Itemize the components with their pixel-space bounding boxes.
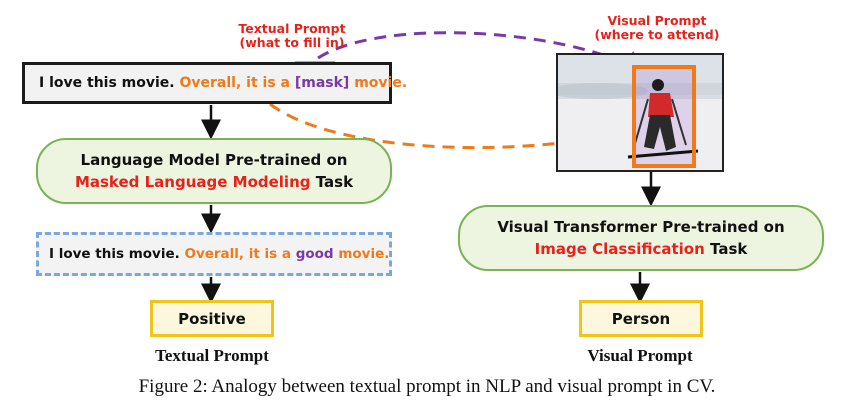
textual-prompt-subtitle: Textual Prompt	[155, 346, 269, 365]
output-prompt-post: movie.	[338, 246, 390, 262]
textual-prompt-annotation-title: Textual Prompt	[238, 21, 346, 36]
visual-prompt-annotation-title: Visual Prompt	[607, 13, 707, 28]
cv-answer-label: Person	[611, 309, 671, 328]
vt-task-highlight: Image Classification	[534, 240, 705, 258]
textual-prompt-annotation-subtitle: (what to fill in)	[239, 35, 345, 50]
lm-task-suffix: Task	[315, 173, 354, 191]
nlp-answer-label: Positive	[178, 309, 246, 328]
vt-task-suffix: Task	[710, 240, 748, 258]
output-fill-word: good	[295, 246, 334, 262]
input-prompt-post: movie.	[354, 75, 408, 91]
visual-prompt-subtitle: Visual Prompt	[587, 346, 693, 365]
nlp-output-box: I love this movie. Overall, it is a good…	[36, 232, 392, 276]
input-prompt-template: Overall, it is a [mask] movie.	[179, 75, 407, 91]
output-prompt-pre: Overall, it is a	[184, 246, 292, 262]
mask-token: [mask]	[294, 75, 350, 91]
input-plain-text: I love this movie.	[39, 75, 175, 91]
output-plain-text: I love this movie.	[49, 246, 180, 262]
lm-title: Language Model Pre-trained on	[80, 151, 348, 169]
nlp-input-box: I love this movie. Overall, it is a [mas…	[22, 62, 407, 104]
skier-illustration	[558, 55, 722, 170]
visual-prompt-annotation-subtitle: (where to attend)	[594, 27, 720, 42]
orange-dashed-curve	[269, 102, 640, 150]
lm-task-highlight: Masked Language Modeling	[74, 173, 311, 191]
vt-title: Visual Transformer Pre-trained on	[497, 218, 785, 236]
figure-caption: Figure 2: Analogy between textual prompt…	[138, 376, 716, 397]
visual-transformer-box: Visual Transformer Pre-trained on Image …	[458, 205, 824, 271]
nlp-answer-box: Positive	[150, 300, 274, 337]
textual-prompt-annotation: Textual Prompt (what to fill in)	[222, 22, 362, 50]
input-prompt-pre: Overall, it is a	[179, 75, 290, 91]
skier-photo	[556, 53, 724, 172]
language-model-box: Language Model Pre-trained on Masked Lan…	[36, 138, 392, 204]
cv-answer-box: Person	[579, 300, 703, 337]
visual-prompt-annotation: Visual Prompt (where to attend)	[582, 14, 732, 42]
